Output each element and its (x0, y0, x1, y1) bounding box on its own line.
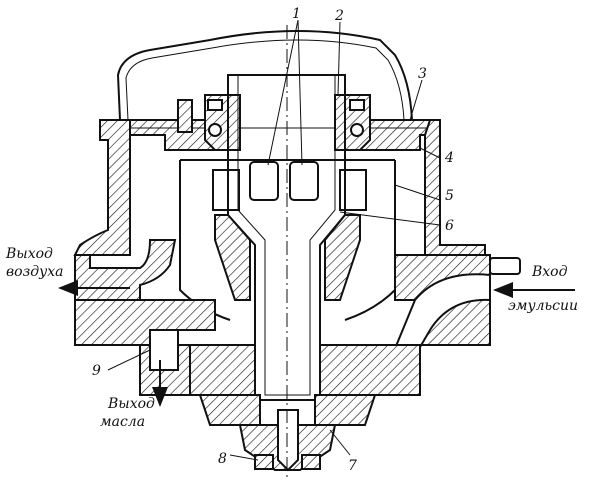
air-outlet-label-line2: воздуха (6, 264, 63, 280)
callout-4: 4 (444, 150, 454, 166)
upper-flange (99, 119, 441, 151)
air-outlet-label-line1: Выход (5, 246, 53, 262)
callout-3: 3 (418, 66, 427, 82)
emulsion-inlet-label-line2: эмульсии (508, 298, 578, 314)
drum-inner-walls (214, 214, 361, 301)
oil-outlet-label-line1: Выход (107, 396, 155, 412)
oil-outlet-label-line2: масла (100, 414, 145, 430)
leader-lines (107, 19, 441, 461)
callout-2: 2 (334, 8, 344, 24)
callout-8: 8 (218, 451, 227, 467)
top-cover (116, 30, 413, 121)
callout-7: 7 (348, 458, 357, 474)
lower-housing (189, 344, 421, 426)
bottom-spindle (238, 409, 337, 472)
callout-5: 5 (445, 188, 454, 204)
callout-6: 6 (445, 218, 454, 234)
flow-arrows (58, 280, 575, 407)
left-housing (73, 119, 216, 396)
callout-9: 9 (92, 363, 101, 379)
upper-bearing-housing (177, 94, 371, 151)
callout-1: 1 (292, 6, 301, 22)
emulsion-inlet-label-line1: Вход (531, 264, 568, 280)
